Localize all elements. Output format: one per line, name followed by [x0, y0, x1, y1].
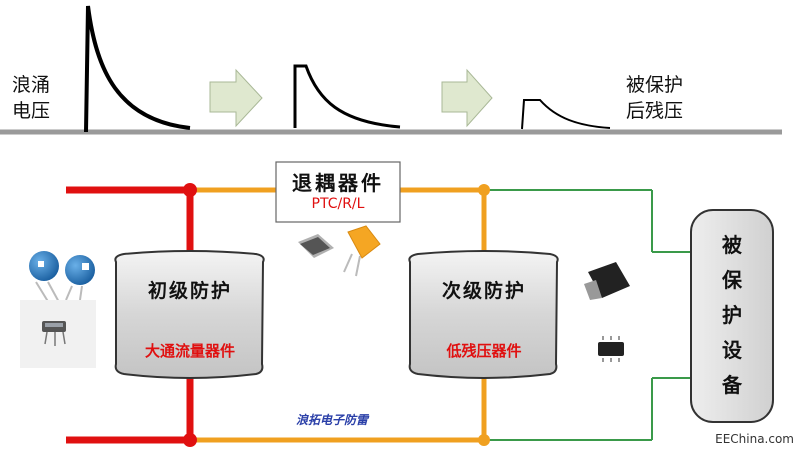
sot-chip-icon [598, 336, 624, 362]
decoupling-box [275, 161, 401, 223]
primary-title: 初级防护 [147, 280, 232, 302]
brand-label: 浪拓电子防雷 [295, 413, 368, 427]
varistor-icon [29, 251, 95, 309]
arrow-2 [441, 68, 493, 128]
primary-protection-box [114, 250, 265, 379]
secondary-protection-box [408, 250, 559, 379]
gas-tube-icon [20, 300, 96, 368]
junction-dot [478, 184, 490, 196]
watermark-label: EEChina.com [715, 432, 794, 446]
arrow-1 [209, 68, 263, 128]
secondary-title: 次级防护 [441, 280, 526, 302]
junction-dot [183, 183, 197, 197]
clamped-waveform [293, 64, 401, 129]
protected-device-box [690, 209, 774, 423]
junction-dot [183, 433, 197, 447]
decoupling-title: 退耦器件 [292, 171, 384, 195]
junction-dot [478, 434, 490, 446]
protected-device-label: 被 保 护 设 备 [722, 233, 742, 397]
tvs-diode-icon [584, 262, 630, 300]
residual-voltage-label: 被保护 后残压 [626, 74, 684, 122]
surge-voltage-label: 浪涌 电压 [12, 74, 51, 122]
smd-inductor-icon [298, 234, 334, 258]
decoupling-subtitle: PTC/R/L [311, 196, 365, 212]
secondary-subtitle: 低残压器件 [446, 342, 522, 360]
ptc-fuse-icon [343, 225, 381, 277]
primary-subtitle: 大通流量器件 [144, 342, 235, 360]
surge-waveform [84, 5, 191, 133]
residual-waveform [521, 99, 611, 130]
